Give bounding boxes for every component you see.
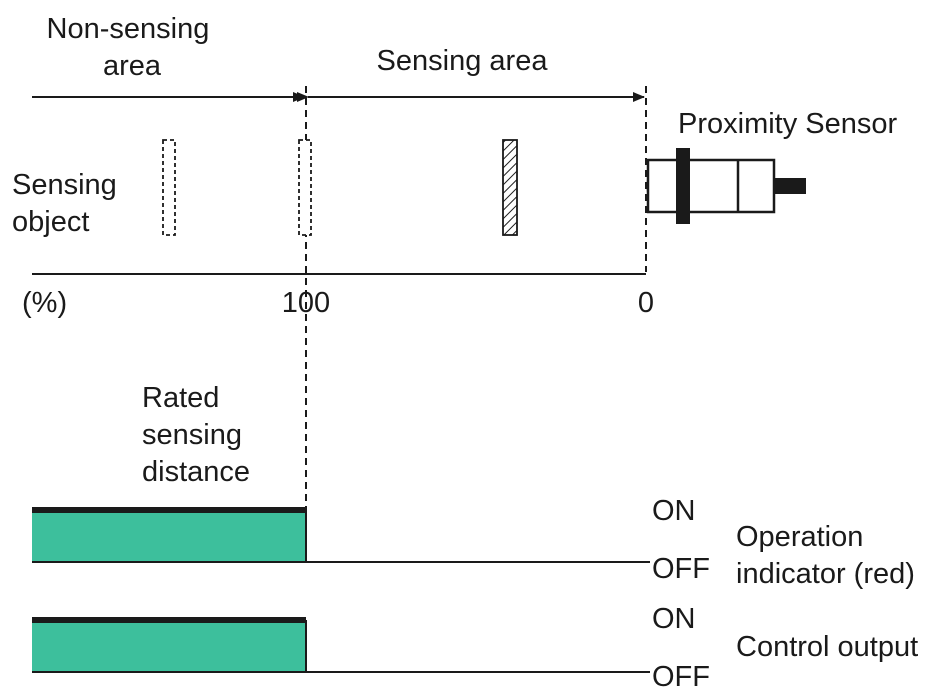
scale-unit-label: (%) <box>22 287 67 319</box>
control-output-on-region <box>32 620 306 672</box>
sensing-object-label: Sensing object <box>12 169 125 238</box>
operation-indicator-off-label: OFF <box>652 553 710 585</box>
operation-indicator-on-label: ON <box>652 495 696 527</box>
sensing-area-label: Sensing area <box>377 45 549 77</box>
object-nonsensing-position <box>162 139 176 236</box>
scale-tick-0: 0 <box>638 287 654 319</box>
object-sensing-position <box>502 139 518 236</box>
control-output-on-label: ON <box>652 603 696 635</box>
object-threshold-position <box>298 139 312 236</box>
non-sensing-area-label: Non-sensing area <box>47 13 218 82</box>
control-output-off-label: OFF <box>652 661 710 691</box>
operation-indicator-signal <box>32 507 650 563</box>
control-output-signal <box>32 617 650 673</box>
control-output-name: Control output <box>736 631 918 663</box>
scale-tick-100: 100 <box>282 287 330 319</box>
operation-indicator-name: Operation indicator (red) <box>736 521 915 590</box>
proximity-sensor-label: Proximity Sensor <box>678 108 898 140</box>
operation-indicator-on-region <box>32 510 306 562</box>
rated-sensing-distance-label: Rated sensing distance <box>142 382 250 488</box>
proximity-sensor-icon <box>646 148 806 224</box>
